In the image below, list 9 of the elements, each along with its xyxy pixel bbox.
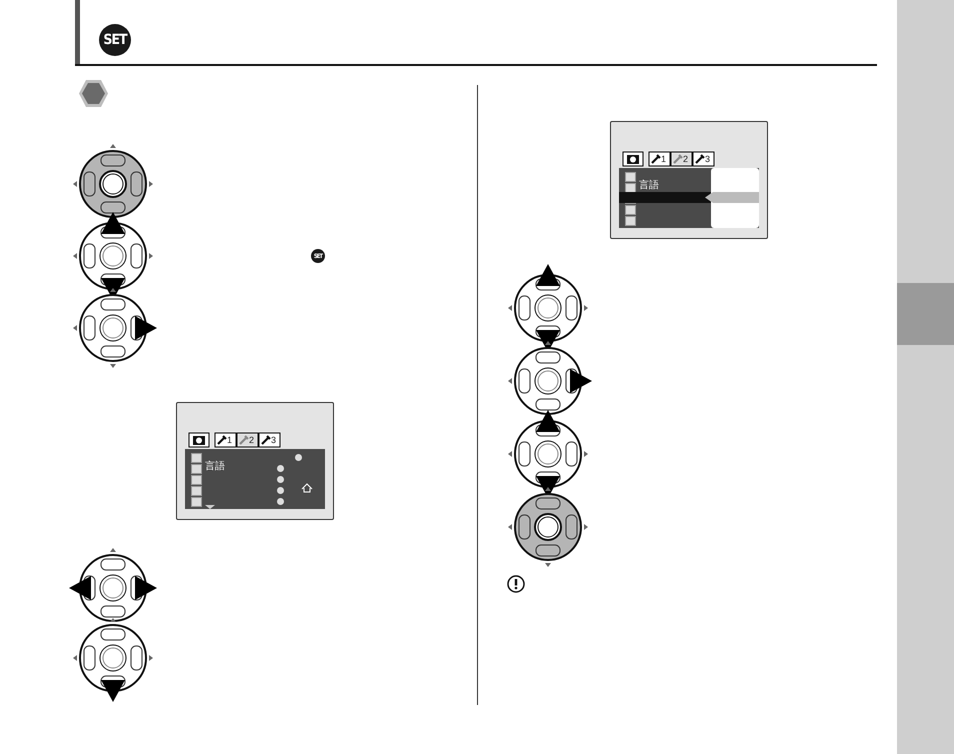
set-icon: SET (99, 24, 131, 56)
tab-number: 1 (661, 154, 666, 164)
menu-item-text: 言語 (639, 181, 659, 191)
tab-number: 2 (683, 154, 688, 164)
tab-number: 3 (271, 435, 276, 445)
tab-number: 2 (249, 435, 254, 445)
menu-item-text: 言語 (205, 462, 225, 472)
tab-number: 3 (705, 154, 710, 164)
tab-number: 1 (227, 435, 232, 445)
